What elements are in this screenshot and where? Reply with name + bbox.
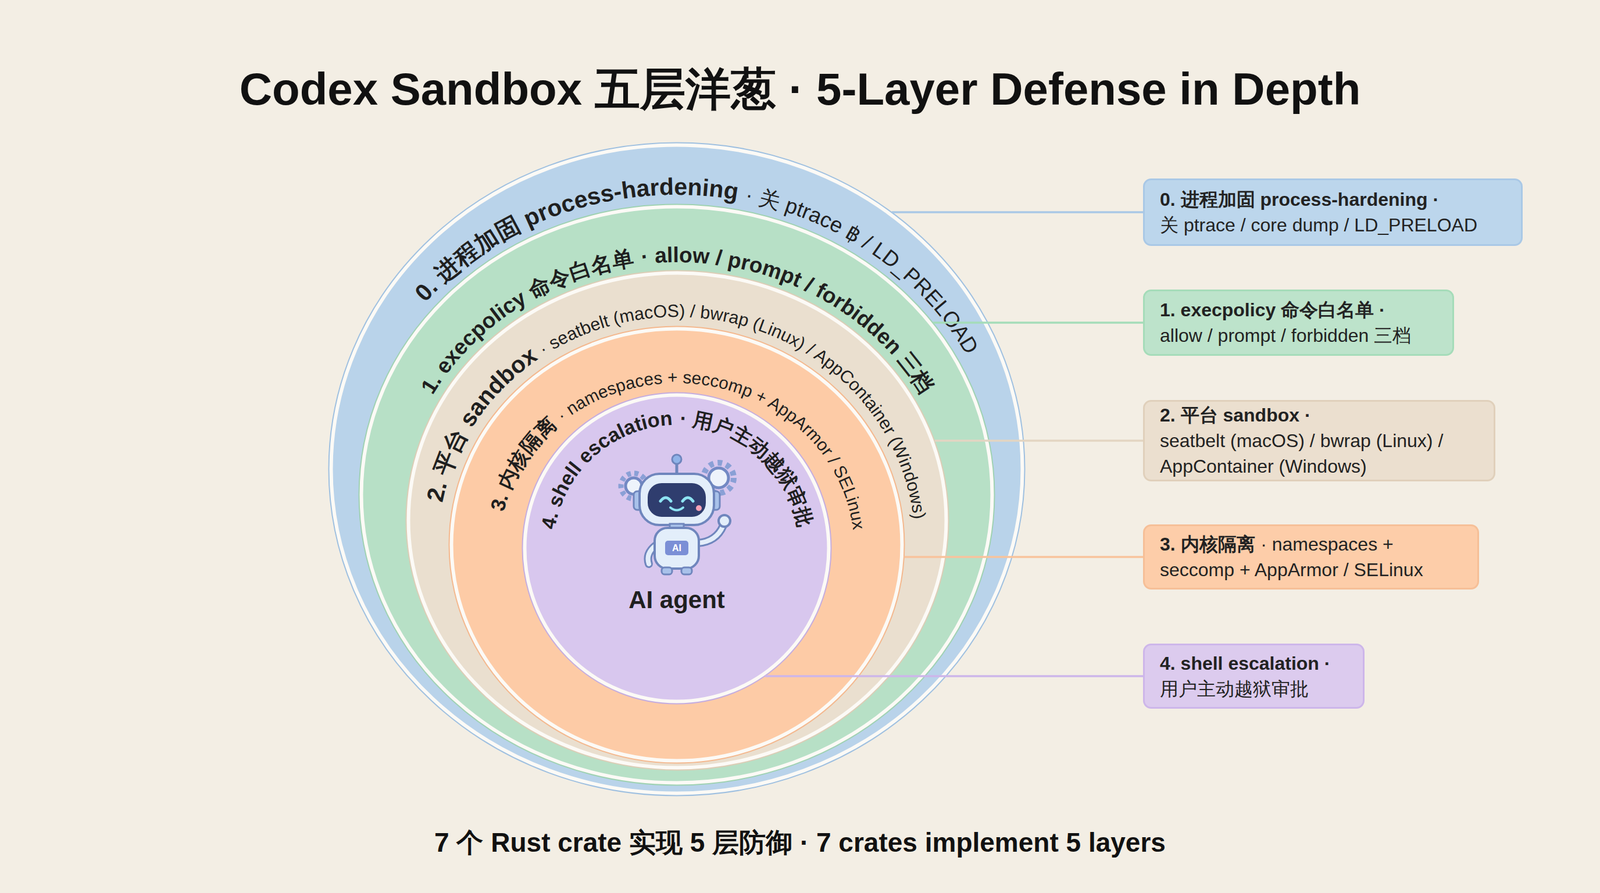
- callout-body: seatbelt (macOS) / bwrap (Linux) / AppCo…: [1159, 430, 1444, 477]
- callout-text: 4. shell escalation ·用户主动越狱审批: [1159, 650, 1331, 702]
- callout-box: 0. 进程加固 process-hardening ·关 ptrace / co…: [1143, 178, 1523, 246]
- callout-box: 4. shell escalation ·用户主动越狱审批: [1143, 643, 1365, 709]
- callout-box: 2. 平台 sandbox ·seatbelt (macOS) / bwrap …: [1143, 400, 1496, 482]
- callout-heading: 4. shell escalation ·: [1159, 650, 1331, 677]
- leader-line: [765, 675, 1144, 678]
- defense-ring: 1. execpolicy 命令白名单· allow / prompt / fo…: [358, 204, 995, 786]
- center-label: AI agent: [628, 586, 725, 614]
- layer-heading: 4. shell escalation: [537, 406, 674, 531]
- callout-body: allow / prompt / forbidden 三档: [1159, 325, 1412, 346]
- diagram-title: Codex Sandbox 五层洋葱 · 5-Layer Defense in …: [239, 59, 1362, 121]
- callout-body: 用户主动越狱审批: [1159, 678, 1309, 700]
- ring-fill: [408, 272, 947, 769]
- leader-line: [934, 439, 1144, 442]
- ring-outline: [329, 143, 1025, 796]
- ring-fill: [451, 328, 903, 762]
- ring-outline: [522, 393, 832, 705]
- layer-detail: · 用户主动越狱审批: [679, 406, 817, 530]
- callout-heading: 2. 平台 sandbox ·: [1159, 402, 1479, 428]
- callout-text: 0. 进程加固 process-hardening ·关 ptrace / co…: [1159, 186, 1478, 238]
- callout-heading: 0. 进程加固 process-hardening ·: [1159, 186, 1478, 213]
- callout-text: 2. 平台 sandbox ·seatbelt (macOS) / bwrap …: [1159, 402, 1479, 480]
- leader-line: [904, 555, 1144, 559]
- ring-outline: [449, 326, 905, 764]
- ring-label: 4. shell escalation· 用户主动越狱审批: [537, 406, 817, 531]
- defense-ring: 0. 进程加固 process-hardening· 关 ptrace ฿ / …: [328, 142, 1025, 796]
- callout-text: 1. execpolicy 命令白名单 ·allow / prompt / fo…: [1159, 297, 1412, 349]
- callout-heading: 1. execpolicy 命令白名单 ·: [1159, 297, 1412, 323]
- defense-ring: 3. 内核隔离· namespaces + seccomp + AppArmor…: [448, 326, 905, 764]
- leader-line: [891, 211, 1144, 214]
- callout-heading: 3. 内核隔离: [1159, 533, 1256, 555]
- ring-fill: [361, 206, 993, 784]
- callout-box: 1. execpolicy 命令白名单 ·allow / prompt / fo…: [1143, 289, 1455, 356]
- defense-ring: 4. shell escalation· 用户主动越狱审批: [522, 392, 832, 705]
- diagram-caption: 7 个 Rust crate 实现 5 层防御 · 7 crates imple…: [434, 825, 1166, 862]
- ring-shape: 4. shell escalation· 用户主动越狱审批: [522, 392, 832, 705]
- defense-ring: 2. 平台 sandbox· seatbelt (macOS) / bwrap …: [405, 270, 949, 771]
- callout-text: 3. 内核隔离· namespaces + seccomp + AppArmor…: [1159, 531, 1463, 583]
- leader-line: [933, 321, 1144, 324]
- ring-outline: [406, 270, 949, 771]
- callout-box: 3. 内核隔离· namespaces + seccomp + AppArmor…: [1143, 524, 1480, 590]
- ring-fill: [330, 144, 1023, 794]
- callout-body: 关 ptrace / core dump / LD_PRELOAD: [1159, 214, 1478, 236]
- ring-label-path: 4. shell escalation· 用户主动越狱审批: [537, 406, 817, 531]
- badge-text: AI: [672, 543, 682, 554]
- ring-outline: [359, 204, 995, 786]
- ring-fill: [524, 394, 830, 702]
